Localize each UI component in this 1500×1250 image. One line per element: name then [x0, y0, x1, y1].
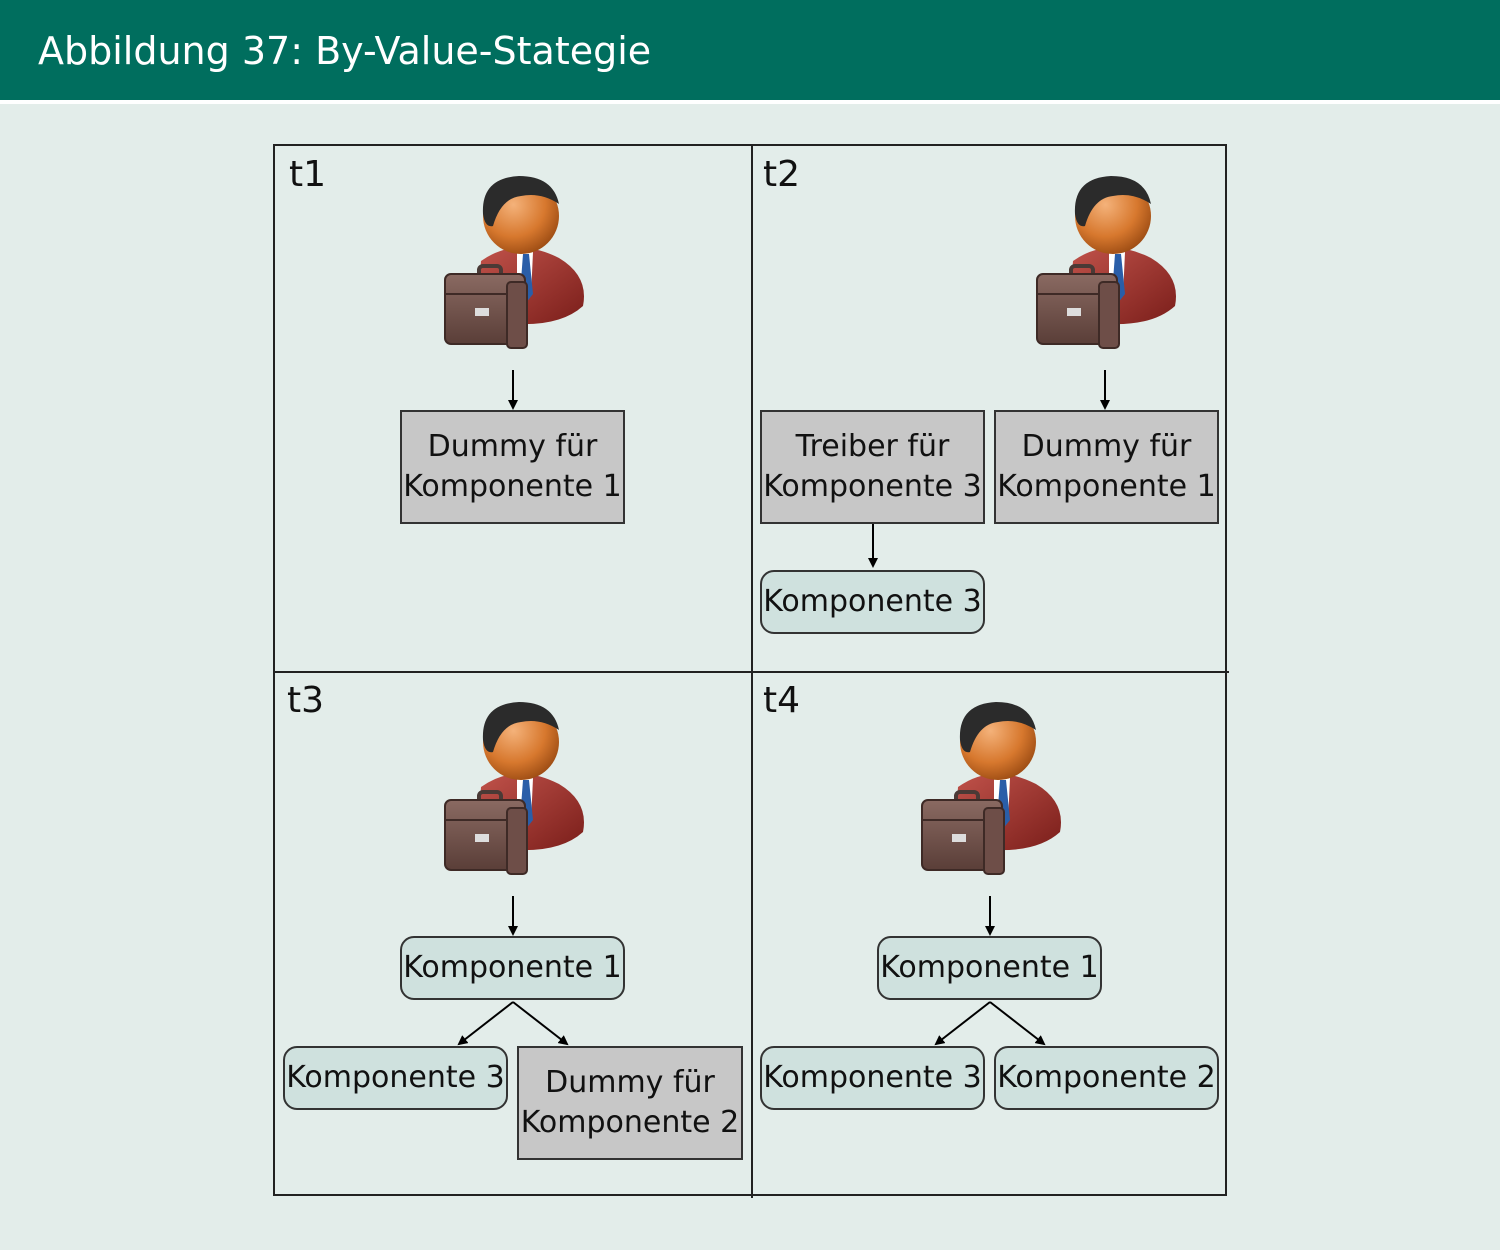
t1-dummy-komponente-1: Dummy für Komponente 1 — [400, 410, 625, 524]
business-person-icon — [918, 692, 1068, 882]
quadrant-label-t1: t1 — [289, 154, 327, 195]
t2-komponente-3: Komponente 3 — [760, 570, 985, 634]
header-bar: Abbildung 37: By-Value-Stategie — [0, 0, 1500, 104]
business-person-icon — [441, 692, 591, 882]
t3-comp1-to-dummy2-arrow — [512, 1001, 569, 1046]
t3-komponente-1: Komponente 1 — [400, 936, 625, 1000]
t3-dummy-komponente-2: Dummy für Komponente 2 — [517, 1046, 743, 1160]
t3-comp1-to-comp3-arrow — [457, 1001, 514, 1046]
t4-komponente-2: Komponente 2 — [994, 1046, 1219, 1110]
t2-treiber-komponente-3: Treiber für Komponente 3 — [760, 410, 985, 524]
figure-title: Abbildung 37: By-Value-Stategie — [38, 29, 652, 73]
t4-komponente-1: Komponente 1 — [877, 936, 1102, 1000]
business-person-icon — [441, 166, 591, 356]
quadrant-label-t3: t3 — [287, 680, 325, 721]
t4-komponente-3: Komponente 3 — [760, 1046, 985, 1110]
connector-arrows — [275, 146, 1229, 1198]
business-person-icon — [1033, 166, 1183, 356]
quadrant-label-t4: t4 — [763, 680, 801, 721]
t3-komponente-3: Komponente 3 — [283, 1046, 508, 1110]
t2-dummy-komponente-1: Dummy für Komponente 1 — [994, 410, 1219, 524]
diagram-grid: t1 Dummy für Komponente 1 t2 Treiber für… — [273, 144, 1229, 1198]
t4-comp1-to-comp2-arrow — [989, 1001, 1046, 1046]
t4-comp1-to-comp3-arrow — [934, 1001, 991, 1046]
quadrant-label-t2: t2 — [763, 154, 801, 195]
